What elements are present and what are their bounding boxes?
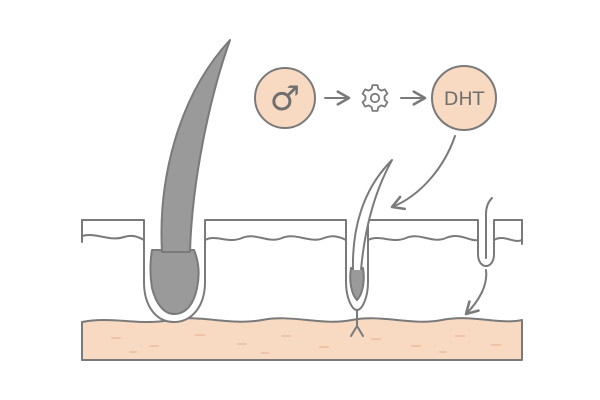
follicle-root — [350, 309, 364, 337]
testosterone-badge — [254, 67, 316, 129]
thin-hair-bulb — [349, 267, 365, 301]
dermis-texture — [111, 334, 501, 354]
thin-hair-shaft — [351, 159, 393, 271]
dormant-hair-follicle — [477, 197, 495, 267]
miniaturized-hair-follicle — [345, 159, 393, 337]
epidermis-layer — [81, 219, 523, 245]
hormone-pathway: ♂ DHT — [254, 65, 497, 131]
healthy-hair-follicle — [143, 39, 231, 323]
progression-arrow — [464, 269, 488, 316]
vellus-hair — [485, 197, 493, 259]
hair-shaft — [160, 39, 231, 253]
gear-icon — [361, 84, 389, 112]
dht-badge — [431, 65, 497, 131]
hair-bulb — [149, 249, 200, 315]
dht-label: DHT — [444, 88, 485, 110]
male-symbol-icon: ♂ — [270, 79, 300, 119]
dermis-layer — [81, 317, 523, 361]
dht-effect-arrow — [390, 135, 456, 211]
